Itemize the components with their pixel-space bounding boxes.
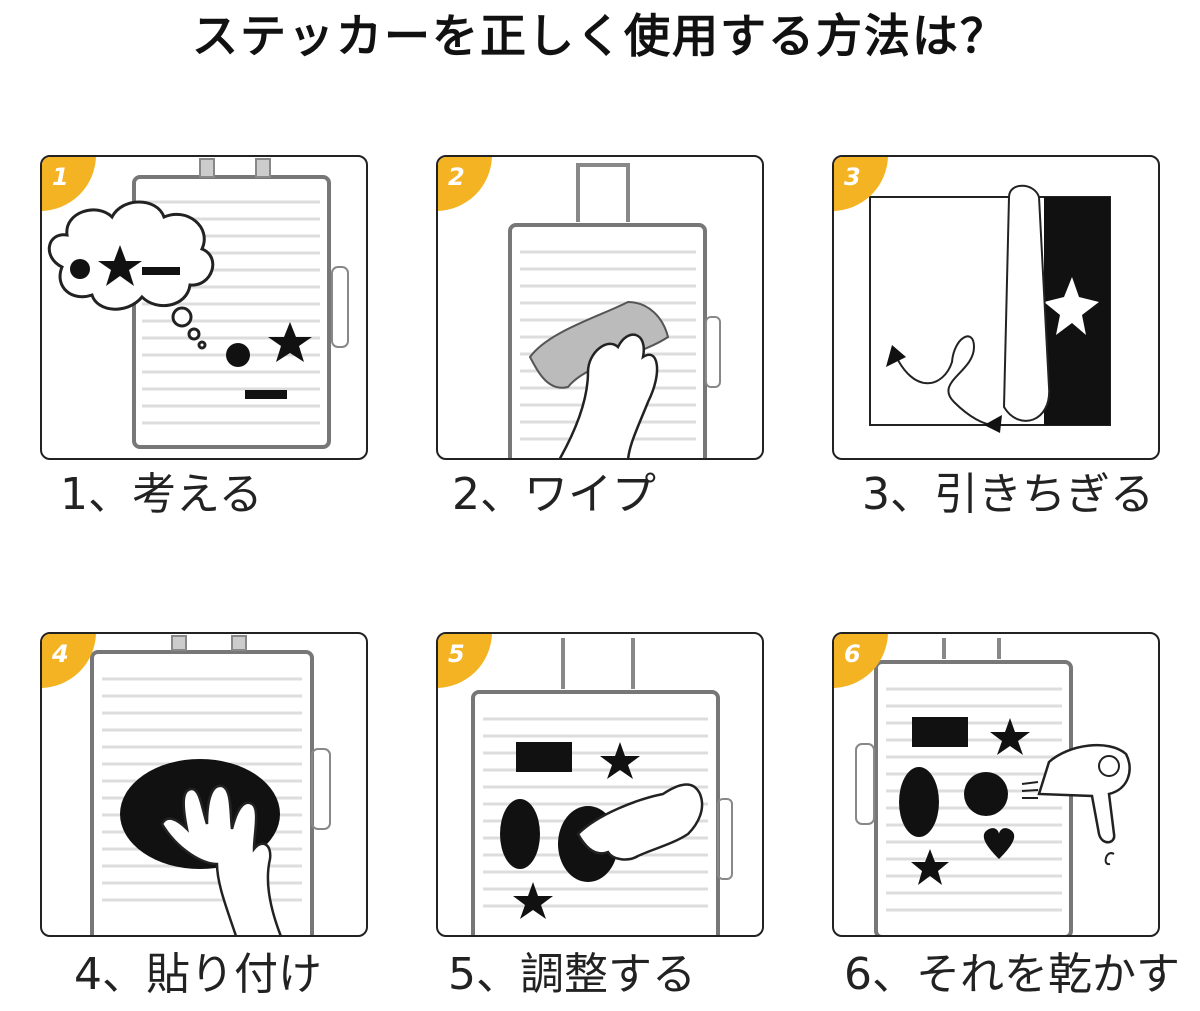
step-2-panel: 2 <box>436 155 764 460</box>
step-badge: 4 <box>42 634 96 688</box>
page-title: ステッカーを正しく使用する方法は？ <box>192 9 1008 63</box>
step-4-panel: 4 <box>40 632 368 937</box>
step-3-panel: 3 <box>832 155 1160 460</box>
step-3-caption: 3、引きちぎる <box>862 469 1154 520</box>
step-6-caption: 6、それを乾かす <box>844 949 1180 1000</box>
adjust-sticker-hand-icon <box>471 638 733 935</box>
step-5-panel: 5 <box>436 632 764 937</box>
wipe-cloth-suitcase-icon <box>508 163 721 458</box>
step-4-caption: 4、貼り付け <box>74 949 322 1000</box>
step-badge: 1 <box>42 157 96 211</box>
step-1-panel: 1 <box>40 155 368 460</box>
press-sticker-hand-icon <box>90 635 331 935</box>
step-5-caption: 5、調整する <box>448 949 696 1000</box>
thought-cloud-suitcase-icon <box>47 158 349 449</box>
step-1-caption: 1、考える <box>60 469 263 520</box>
step-6-panel: 6 <box>832 632 1160 937</box>
peel-sticker-icon <box>869 184 1111 433</box>
step-2-caption: 2、ワイプ <box>452 469 656 520</box>
hair-dryer-icon <box>855 638 1131 935</box>
